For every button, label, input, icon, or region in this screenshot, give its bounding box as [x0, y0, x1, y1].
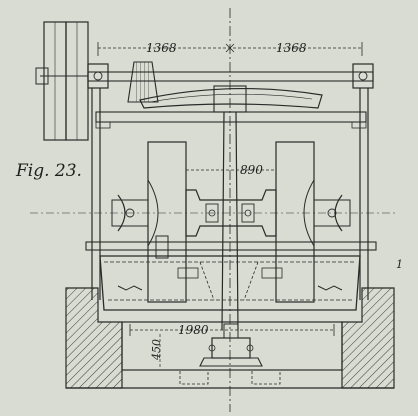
figure-label: Fig. 23.: [15, 161, 82, 181]
upper-frame-beam: [95, 111, 367, 129]
dimension-label-top-right: 1368: [276, 41, 307, 55]
dimension-label-top-left: 1368: [146, 41, 177, 55]
top-shaft: [40, 63, 374, 89]
runner-wheel-right: [275, 141, 351, 303]
bottom-dimension: [129, 324, 335, 368]
grinding-pan: [99, 255, 361, 311]
foundation-pit: [66, 321, 394, 389]
dimension-label-bottom-height: 450: [150, 339, 163, 361]
lower-frame-beam: [85, 235, 377, 259]
footstep-bearing: [199, 323, 263, 367]
middle-dimension: [185, 165, 277, 175]
side-mark: 1: [396, 258, 403, 271]
dimension-label-bottom-width: 1980: [178, 323, 209, 337]
top-dimension: [97, 42, 363, 56]
central-spindle: [221, 111, 239, 331]
bevel-pinion: [127, 61, 159, 103]
dimension-label-middle: 890: [240, 163, 263, 177]
